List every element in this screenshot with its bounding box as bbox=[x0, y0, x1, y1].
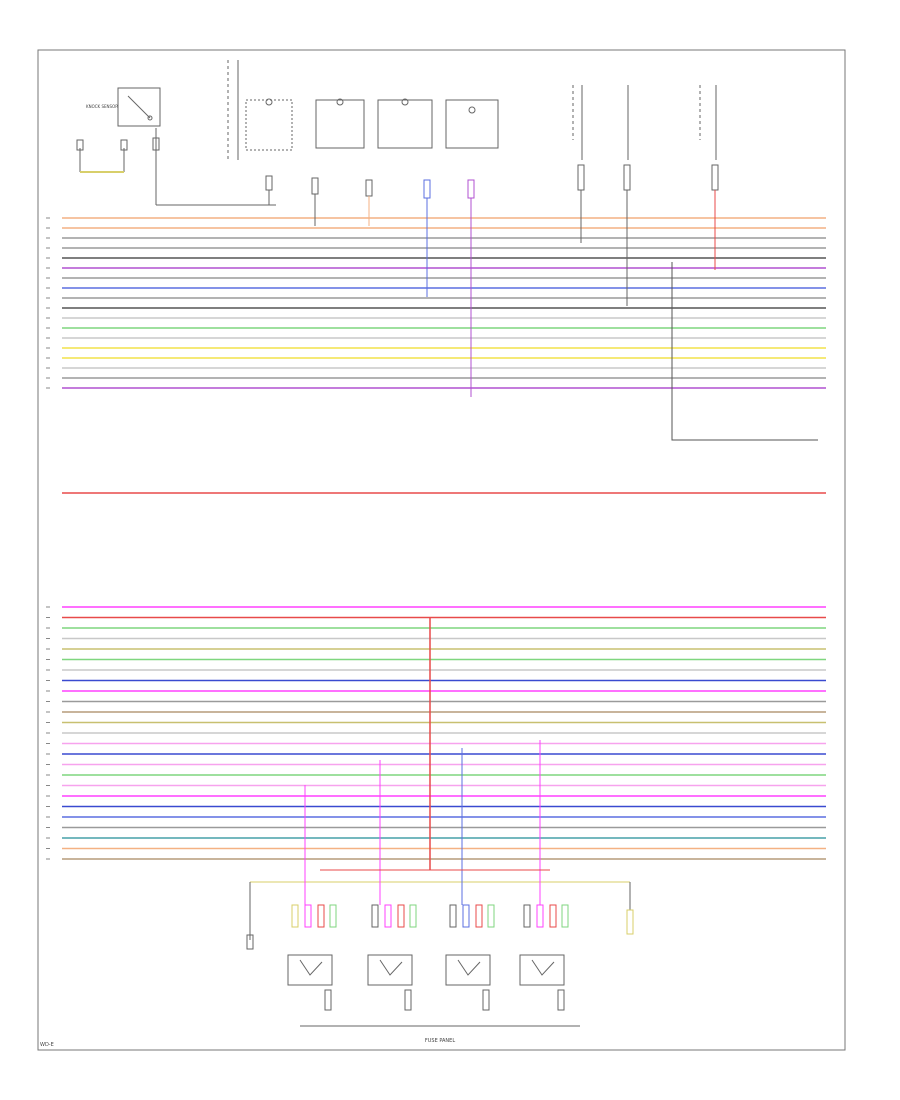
sender-4 bbox=[423, 99, 499, 199]
sender-2 bbox=[311, 98, 365, 195]
knock-sensor: KNOCK SENSOR bbox=[76, 104, 128, 173]
oil-pressure-switch bbox=[117, 87, 276, 206]
fuse-box-1 bbox=[572, 85, 631, 191]
coil-3 bbox=[445, 904, 495, 986]
coil-1 bbox=[287, 904, 337, 986]
corner-code: WD-E bbox=[40, 1042, 54, 1048]
coil-4 bbox=[519, 904, 569, 986]
sender-1 bbox=[245, 98, 293, 191]
vertical-connections-top bbox=[268, 190, 818, 441]
sender-3 bbox=[365, 98, 433, 197]
footer-label: FUSE PANEL bbox=[425, 1038, 455, 1044]
svg-text:KNOCK SENSOR: KNOCK SENSOR bbox=[86, 104, 118, 109]
wires-top-bundle bbox=[46, 217, 826, 389]
fuse-box-2 bbox=[699, 85, 719, 191]
ignition-coils bbox=[246, 618, 634, 1027]
diagram-frame bbox=[37, 49, 846, 1051]
instrument-cluster bbox=[227, 60, 239, 160]
coil-2 bbox=[367, 904, 417, 986]
wires-bottom-bundle bbox=[46, 606, 826, 860]
top-components: KNOCK SENSOR bbox=[76, 60, 719, 206]
